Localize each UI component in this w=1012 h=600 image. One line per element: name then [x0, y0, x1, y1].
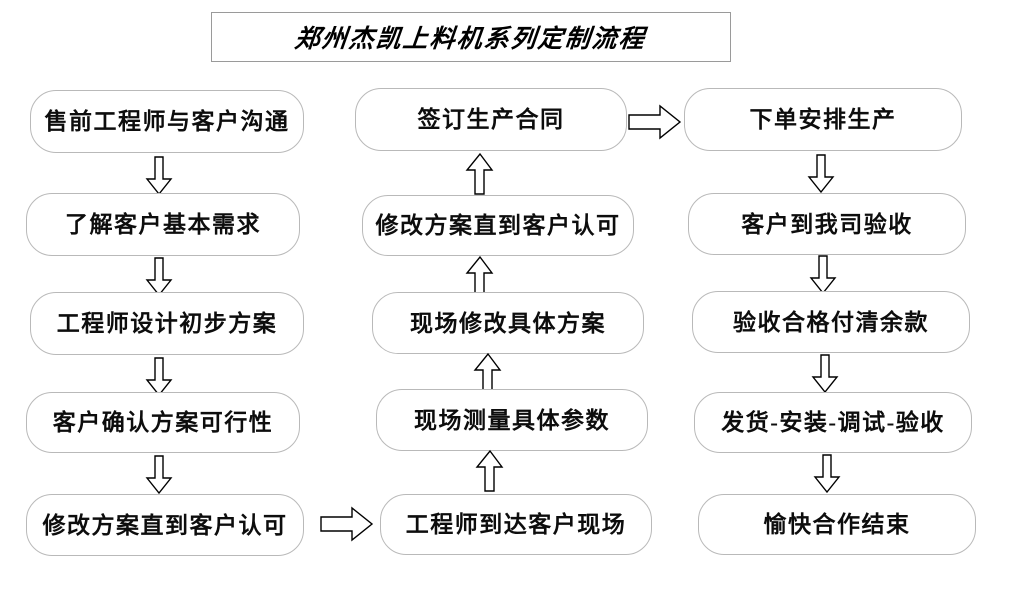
- diagram-title-box: 郑州杰凯上料机系列定制流程: [211, 12, 731, 62]
- arrow-down-icon-c1r4-c1r5: [145, 455, 173, 495]
- node-label: 发货-安装-调试-验收: [721, 410, 945, 435]
- diagram-title-text: 郑州杰凯上料机系列定制流程: [293, 26, 648, 53]
- node-label: 客户确认方案可行性: [52, 410, 274, 435]
- node-label: 签订生产合同: [417, 107, 565, 132]
- node-c2r2[interactable]: 修改方案直到客户认可: [362, 195, 634, 256]
- node-label: 客户到我司验收: [741, 211, 913, 237]
- node-c2r3[interactable]: 现场修改具体方案: [372, 292, 644, 354]
- node-c1r3[interactable]: 工程师设计初步方案: [30, 292, 304, 355]
- arrow-down-icon-c3r3-c3r4: [811, 354, 839, 394]
- node-label: 验收合格付清余款: [733, 309, 929, 335]
- node-label: 现场测量具体参数: [414, 407, 610, 433]
- node-c3r3[interactable]: 验收合格付清余款: [692, 291, 970, 353]
- node-c2r4[interactable]: 现场测量具体参数: [376, 389, 648, 451]
- node-c2r1[interactable]: 签订生产合同: [355, 88, 627, 151]
- arrow-up-icon-c2r5-c2r4: [475, 449, 504, 492]
- node-c1r4[interactable]: 客户确认方案可行性: [26, 392, 300, 453]
- node-c3r4[interactable]: 发货-安装-调试-验收: [694, 392, 972, 453]
- arrow-down-icon-c3r2-c3r3: [809, 255, 837, 295]
- node-c3r5[interactable]: 愉快合作结束: [698, 494, 976, 555]
- node-label: 工程师设计初步方案: [56, 311, 278, 336]
- arrow-down-icon-c1r2-c1r3: [145, 257, 173, 297]
- node-label: 愉快合作结束: [763, 512, 911, 537]
- node-label: 修改方案直到客户认可: [375, 213, 621, 238]
- node-label: 工程师到达客户现场: [405, 512, 627, 537]
- node-label: 售前工程师与客户沟通: [44, 109, 290, 134]
- arrow-down-icon-c3r1-c3r2: [807, 154, 835, 194]
- arrow-down-icon-c1r1-c1r2: [145, 156, 173, 196]
- node-label: 现场修改具体方案: [410, 310, 606, 336]
- node-c1r5[interactable]: 修改方案直到客户认可: [26, 494, 304, 556]
- node-c1r1[interactable]: 售前工程师与客户沟通: [30, 90, 304, 153]
- node-label: 下单安排生产: [749, 107, 897, 132]
- arrow-down-icon-c3r4-c3r5: [813, 454, 841, 494]
- node-label: 了解客户基本需求: [65, 212, 261, 237]
- node-c1r2[interactable]: 了解客户基本需求: [26, 193, 300, 256]
- arrow-down-icon-c1r3-c1r4: [145, 357, 173, 397]
- node-label: 修改方案直到客户认可: [42, 512, 288, 538]
- arrow-up-icon-c2r2-c2r1: [465, 152, 494, 195]
- arrow-right-icon-c1r5-c2r5: [320, 506, 374, 542]
- arrow-right-icon-c2r1-c3r1: [628, 104, 682, 140]
- node-c2r5[interactable]: 工程师到达客户现场: [380, 494, 652, 555]
- node-c3r1[interactable]: 下单安排生产: [684, 88, 962, 151]
- node-c3r2[interactable]: 客户到我司验收: [688, 193, 966, 255]
